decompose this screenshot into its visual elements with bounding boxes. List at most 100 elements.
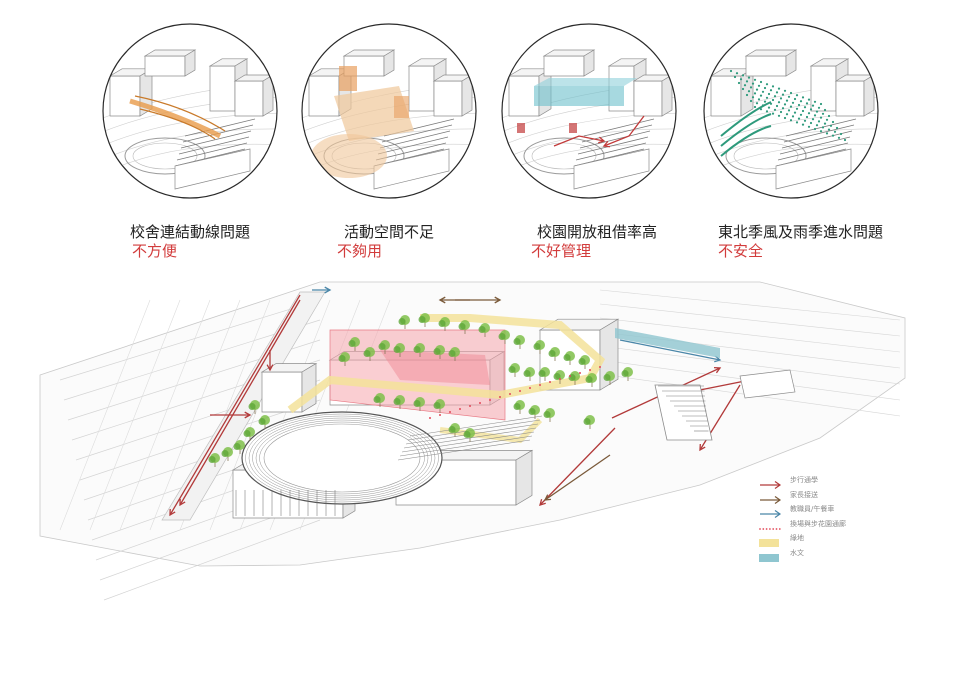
circle-frame [102, 23, 278, 199]
rain-dot [787, 95, 791, 98]
track-lane [245, 413, 439, 503]
tree-icon [528, 405, 540, 419]
parent-route [544, 454, 611, 501]
rain-dot [747, 90, 751, 93]
corridor-dot [469, 405, 471, 407]
rain-dot [819, 116, 823, 119]
arrow-head [713, 366, 722, 374]
rain-dot [807, 98, 811, 101]
rain-dot [783, 89, 787, 92]
rain-dot [763, 100, 767, 103]
corridor-dot [519, 390, 521, 392]
tree-icon [433, 399, 445, 413]
arrow-icon [758, 475, 784, 490]
tree-icon [585, 373, 597, 387]
rain-dot [753, 105, 757, 109]
tree-icon [233, 440, 245, 454]
circulation-overlay [129, 95, 226, 140]
issue-circles [102, 23, 879, 199]
issue-circle-activity-space [301, 23, 477, 199]
gate-marker [569, 123, 577, 133]
rain-dot [773, 108, 777, 111]
rain-dot [835, 126, 839, 130]
circle-scene [704, 49, 878, 190]
rain-dot [785, 113, 789, 116]
legend-item: 家長接送 [758, 488, 908, 504]
arrow-head [539, 499, 546, 506]
building-block [632, 74, 674, 117]
tree-icon [603, 371, 615, 385]
campus-isometric-map [39, 281, 906, 601]
activity-overlay [311, 66, 414, 178]
tree-icon [348, 337, 360, 351]
rental-volume [534, 78, 637, 86]
rain-dot [759, 94, 763, 97]
rain-dot [823, 122, 827, 125]
corridor-dot [589, 369, 591, 371]
rental-route [553, 135, 605, 147]
issue-caption-campus-rental: 校園開放租借率高 不好管理 [497, 223, 697, 261]
issue-caption-activity-space: 活動空間不足 不夠用 [289, 223, 489, 261]
map-legend: 步行通學家長接送教職員/午餐車換場與步花園通廊綠地水文 [758, 473, 908, 562]
legend-label: 教職員/午餐車 [790, 505, 835, 514]
activity-box [394, 96, 409, 118]
legend-item: 水文 [758, 546, 908, 562]
corridor-dot [449, 411, 451, 413]
roof-block [573, 118, 655, 190]
corridor-dot [499, 396, 501, 398]
tree-icon [478, 323, 490, 337]
issue-subtitle: 不方便 [132, 242, 178, 260]
rain-dot [757, 98, 761, 101]
issue-circle-campus-rental [501, 23, 677, 199]
rain-dot [809, 108, 813, 111]
corridor-dot [529, 387, 531, 389]
track-inner [733, 142, 799, 170]
building-block [143, 49, 197, 77]
tree-row [208, 313, 633, 467]
rain-dot [787, 109, 791, 112]
tree-icon [398, 315, 410, 329]
tree-icon [448, 423, 460, 437]
tree-icon [533, 340, 545, 354]
corridor-dot [599, 366, 601, 368]
arrow-head [543, 494, 552, 501]
rain-dot [765, 83, 769, 86]
street-grid [59, 289, 901, 601]
rain-dot [737, 81, 741, 85]
activity-box [339, 66, 357, 91]
track-outline [725, 137, 807, 175]
rain-dot [779, 97, 783, 100]
circle-scene [302, 49, 476, 190]
tree-icon [418, 313, 430, 327]
tree-icon [438, 317, 450, 331]
circulation-path [129, 98, 222, 139]
rain-dot [767, 92, 771, 96]
rain-dot [825, 132, 829, 135]
rain-dot [843, 138, 847, 142]
issue-subtitle: 不夠用 [337, 242, 383, 260]
rain-dot [831, 120, 835, 124]
circle-frame [501, 23, 677, 199]
tree-icon [523, 367, 535, 381]
legend-label: 換場與步花園通廊 [790, 519, 846, 528]
arrow-head [714, 355, 722, 363]
tree-icon [248, 400, 260, 414]
rain-dot [761, 90, 765, 93]
rain-dot [813, 127, 817, 131]
gym-facade [235, 490, 336, 516]
rain-dot [771, 85, 775, 88]
rain-dot [745, 80, 749, 83]
rental-volume [534, 86, 624, 106]
rain-dot [753, 92, 757, 95]
tree-icon [508, 363, 520, 377]
building-block [542, 49, 596, 77]
rain-dot [827, 114, 831, 118]
rain-dot [729, 69, 733, 73]
rain-dot [789, 119, 793, 122]
circle-scene [103, 49, 277, 190]
tree-icon [393, 395, 405, 409]
rain-dot [807, 125, 811, 128]
track-inner [132, 142, 198, 170]
